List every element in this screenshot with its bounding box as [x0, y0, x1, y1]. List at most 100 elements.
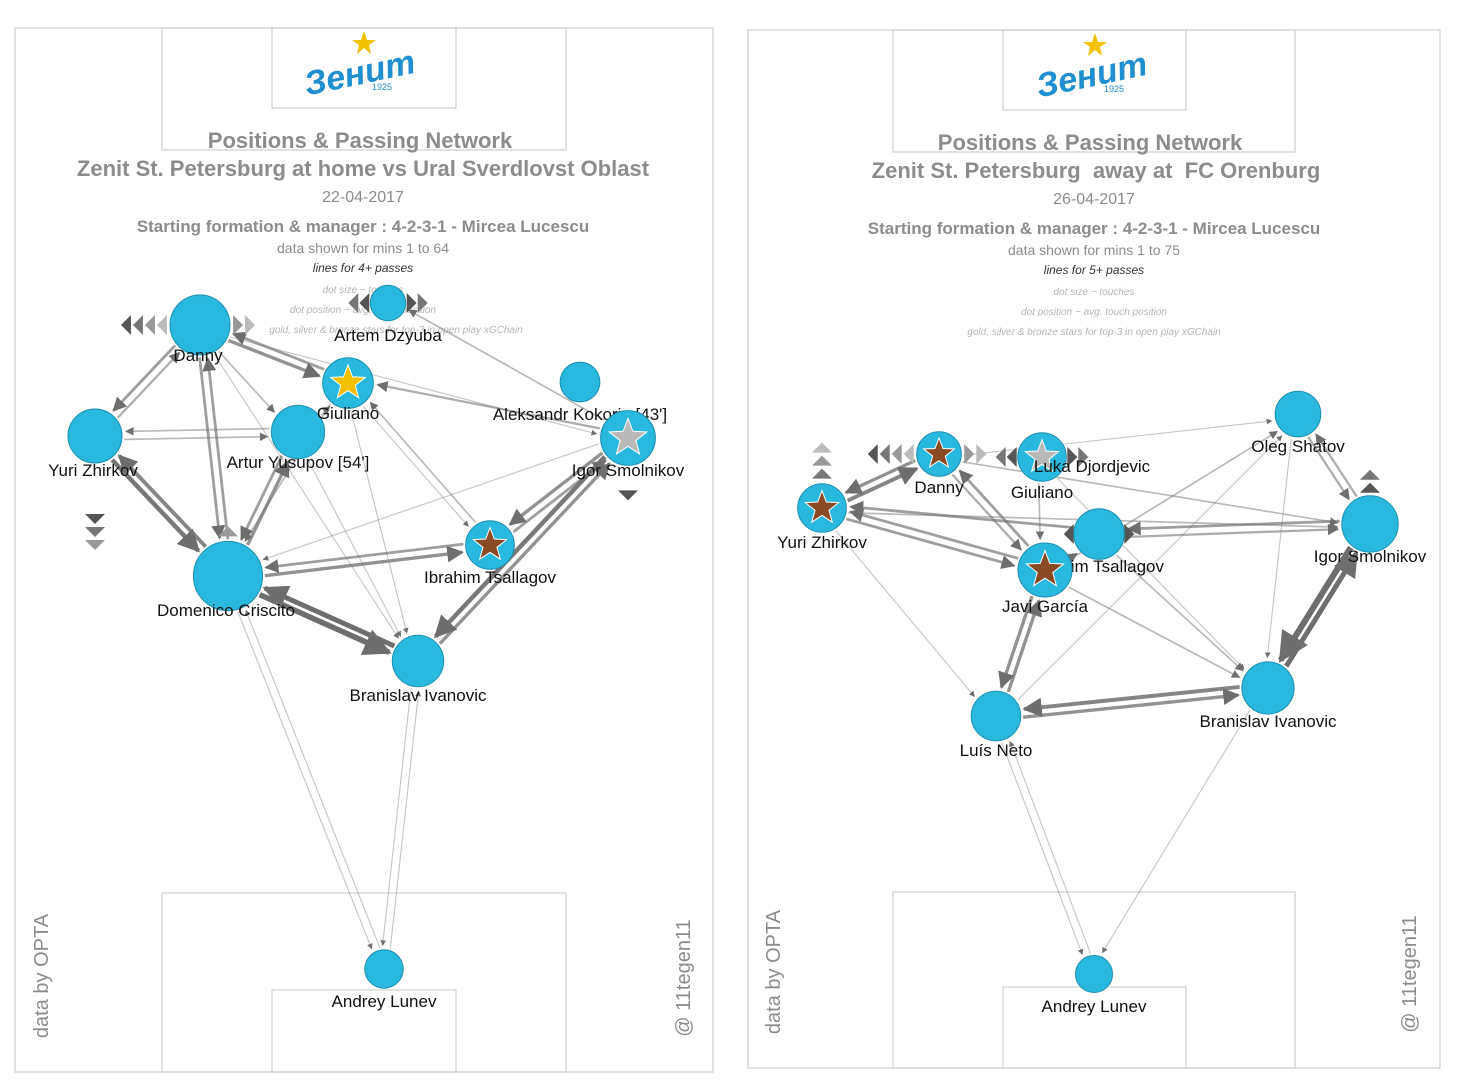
player-dot — [391, 634, 445, 688]
player-node-smolnikov[interactable]: Igor Smolnikov — [572, 410, 685, 501]
player-dot — [364, 949, 404, 989]
player-node-neto[interactable]: Luís Neto — [960, 690, 1033, 760]
pass-edge-tsallagov-to-dzyuba — [369, 401, 477, 524]
left-passing-network-panel: Зенит 1925 Positions & Passing Network Z… — [0, 0, 730, 1082]
player-label: Luís Neto — [960, 741, 1033, 760]
pass-edge-danny-to-criscito — [198, 357, 226, 540]
pass-edge-garcia-to-tsallagov — [1065, 552, 1078, 564]
pass-edge-criscito-to-zhirkov — [117, 454, 208, 549]
player-node-djordjevic[interactable]: Luka Djordjevic — [995, 432, 1151, 482]
player-label: Artem Dzyuba — [334, 326, 442, 345]
player-node-ivanovic[interactable]: Branislav Ivanovic — [1199, 661, 1337, 731]
player-node-yusupov[interactable]: Artur Yusupov [54'] — [227, 404, 370, 472]
touch-triangle-icon — [618, 490, 638, 501]
touch-triangle-icon — [1124, 524, 1135, 544]
pass-edge-lunev-to-ivanovic — [389, 690, 421, 949]
player-node-zhirkov[interactable]: Yuri Zhirkov — [777, 442, 867, 552]
player-dot — [1073, 508, 1125, 560]
player-label: Danny — [914, 478, 964, 497]
player-dot — [1274, 390, 1322, 438]
legend-line-2: dot position ~ avg. touch position — [290, 305, 436, 316]
touch-triangle-icon — [1360, 482, 1380, 493]
player-node-smolnikov[interactable]: Igor Smolnikov — [1314, 469, 1427, 566]
club-logo: Зенит 1925 — [301, 31, 419, 103]
player-label: Artur Yusupov [54'] — [227, 453, 370, 472]
touch-triangle-icon — [359, 293, 370, 313]
match-subtitle: Zenit St. Petersburg at home vs Ural Sve… — [77, 156, 650, 181]
top-goal-box — [1002, 29, 1187, 111]
pass-edge-criscito-to-danny — [202, 357, 230, 540]
pass-edge-tsallagov-to-smolnikov — [1126, 523, 1340, 539]
player-node-tsallagov[interactable]: Ibrahim Tsallagov — [424, 520, 556, 587]
pass-edge-garcia-to-zhirkov — [849, 508, 1019, 560]
player-node-danny[interactable]: Danny — [867, 431, 987, 497]
bronze-star-icon — [1025, 549, 1065, 587]
lines-note: lines for 4+ passes — [313, 261, 413, 275]
match-date: 26-04-2017 — [1053, 191, 1135, 208]
touch-triangle-icon — [964, 444, 975, 464]
gold-star-icon — [1083, 33, 1107, 56]
player-node-danny[interactable]: Danny — [120, 294, 256, 365]
pass-edge-smolnikov-to-tsallagov — [1126, 519, 1340, 536]
player-node-zhirkov[interactable]: Yuri Zhirkov — [48, 408, 138, 550]
legend-line-3: gold, silver & bronze stars for top-3 in… — [967, 327, 1221, 338]
logo-wordmark: Зенит — [1033, 45, 1151, 106]
right-network-figure: Зенит 1925 Positions & Passing Network Z… — [747, 29, 1441, 1069]
silver-star-icon — [1023, 438, 1061, 473]
logo-year: 1925 — [1104, 84, 1124, 94]
legend-line-1: dot size ~ touches — [1054, 287, 1135, 298]
player-node-criscito[interactable]: Domenico Criscito — [157, 526, 295, 620]
player-label: Igor Smolnikov — [1314, 547, 1427, 566]
player-dot — [169, 294, 231, 356]
right-passing-network-panel: Зенит 1925 Positions & Passing Network Z… — [730, 0, 1460, 1082]
player-node-giuliano[interactable]: Giuliano — [1011, 483, 1073, 502]
pass-edge-danny-to-dzyuba — [227, 338, 321, 379]
pass-edge-smolnikov-to-criscito — [262, 443, 600, 561]
player-node-giuliano[interactable]: Giuliano — [317, 284, 428, 423]
player-dot — [369, 284, 407, 322]
left-network-figure: Зенит 1925 Positions & Passing Network Z… — [14, 27, 714, 1073]
pass-edge-tsallagov-to-ivanovic — [1115, 554, 1244, 672]
touch-triangle-icon — [417, 293, 428, 313]
chart-title: Positions & Passing Network — [208, 128, 513, 153]
touch-triangle-icon — [1067, 447, 1078, 467]
author-credit: @ 11tegen11 — [1399, 915, 1421, 1032]
minutes-text: data shown for mins 1 to 75 — [1008, 242, 1180, 258]
touch-triangle-icon — [85, 526, 105, 537]
player-node-ivanovic[interactable]: Branislav Ivanovic — [349, 634, 487, 705]
formation-text: Starting formation & manager : 4-2-3-1 -… — [868, 219, 1321, 238]
player-node-garcia[interactable]: Javi García — [1002, 542, 1089, 616]
pass-edge-criscito-to-lunev — [237, 611, 373, 950]
player-node-lunev[interactable]: Andrey Lunev — [332, 949, 437, 1011]
touch-triangle-icon — [85, 513, 105, 524]
pass-edge-zhirkov-to-danny — [846, 466, 919, 503]
pass-edge-dzyuba-to-ivanovic — [350, 410, 409, 634]
logo-wordmark: Зенит — [301, 43, 419, 104]
pass-edge-criscito-to-yusupov — [246, 459, 290, 546]
player-node-lunev[interactable]: Andrey Lunev — [1042, 955, 1147, 1017]
touch-triangle-icon — [245, 315, 256, 335]
player-node-shatov[interactable]: Oleg Shatov — [1251, 390, 1345, 456]
bronze-star-icon — [471, 526, 509, 561]
logo-year: 1925 — [372, 82, 392, 92]
touch-triangle-icon — [1063, 524, 1074, 544]
gold-star-icon — [352, 31, 376, 54]
player-dot — [1075, 955, 1113, 993]
pass-edge-smolnikov-to-giuliano — [408, 309, 605, 421]
touch-triangle-icon — [879, 444, 890, 464]
pass-edge-danny-to-shatov — [963, 418, 1273, 456]
player-label: Ibrahim Tsallagov — [424, 568, 556, 587]
player-node-dzyuba[interactable]: Artem Dzyuba — [322, 326, 443, 409]
player-dot — [559, 361, 601, 403]
touch-triangle-icon — [1360, 469, 1380, 480]
silver-star-icon — [607, 416, 649, 456]
pass-edge-danny-to-yusupov — [218, 350, 276, 413]
touch-triangle-icon — [1078, 447, 1089, 467]
pass-edge-zhirkov-to-garcia — [845, 517, 1016, 569]
player-dot — [970, 690, 1022, 742]
match-date: 22-04-2017 — [322, 189, 404, 206]
pitch-outline — [14, 27, 714, 1073]
pass-edge-shatov-to-smolnikov — [1307, 436, 1350, 501]
pass-edge-tsallagov-to-smolnikov — [512, 459, 607, 534]
